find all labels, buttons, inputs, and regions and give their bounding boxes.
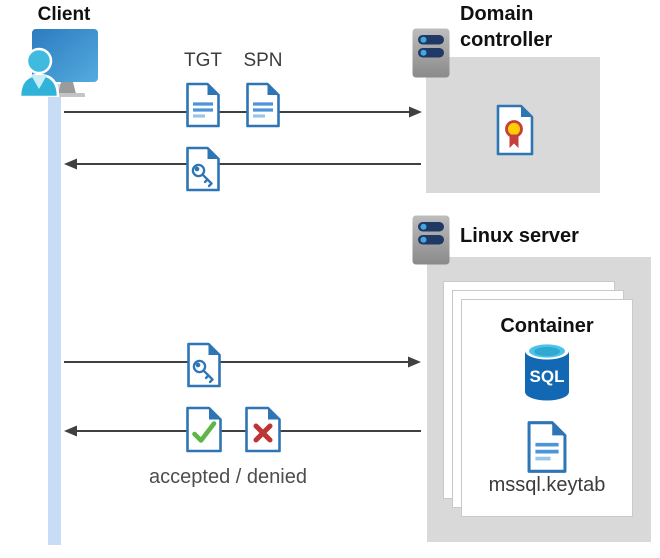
person-icon [18, 47, 60, 97]
tgt-label: TGT [184, 50, 222, 71]
monitor-stand [58, 82, 76, 94]
sql-database-icon: SQL [525, 342, 569, 401]
monitor-base [53, 93, 85, 97]
arrow-client-to-dc [64, 106, 422, 118]
client-lifeline [48, 84, 61, 545]
accepted-document-icon [186, 406, 222, 453]
denied-document-icon [245, 406, 281, 453]
arrow-client-to-linux-server [64, 356, 421, 368]
arrow-dc-to-client [64, 158, 421, 170]
container-title: Container [500, 315, 594, 337]
domain-controller-label: Domain controller [460, 3, 553, 51]
keytab-document-icon [527, 421, 567, 473]
linux-server-icon [412, 215, 450, 265]
spn-label: SPN [243, 50, 283, 71]
sql-badge-label: SQL [530, 367, 565, 386]
client-workstation-icon [18, 29, 98, 97]
keytab-filename-label: mssql.keytab [488, 474, 606, 496]
certificate-icon [496, 104, 534, 156]
client-label: Client [37, 4, 91, 25]
key-ticket-document-icon [187, 342, 221, 388]
accepted-denied-label: accepted / denied [149, 466, 307, 488]
key-ticket-document-icon [186, 146, 220, 192]
spn-document-icon [246, 82, 280, 128]
container-card-front [461, 299, 633, 517]
key-icon [192, 359, 214, 384]
linux-server-label: Linux server [460, 225, 579, 247]
domain-controller-server-icon [412, 28, 450, 78]
x-icon [253, 423, 273, 443]
tgt-document-icon [186, 82, 220, 128]
key-icon [191, 163, 213, 188]
check-icon [192, 421, 217, 443]
